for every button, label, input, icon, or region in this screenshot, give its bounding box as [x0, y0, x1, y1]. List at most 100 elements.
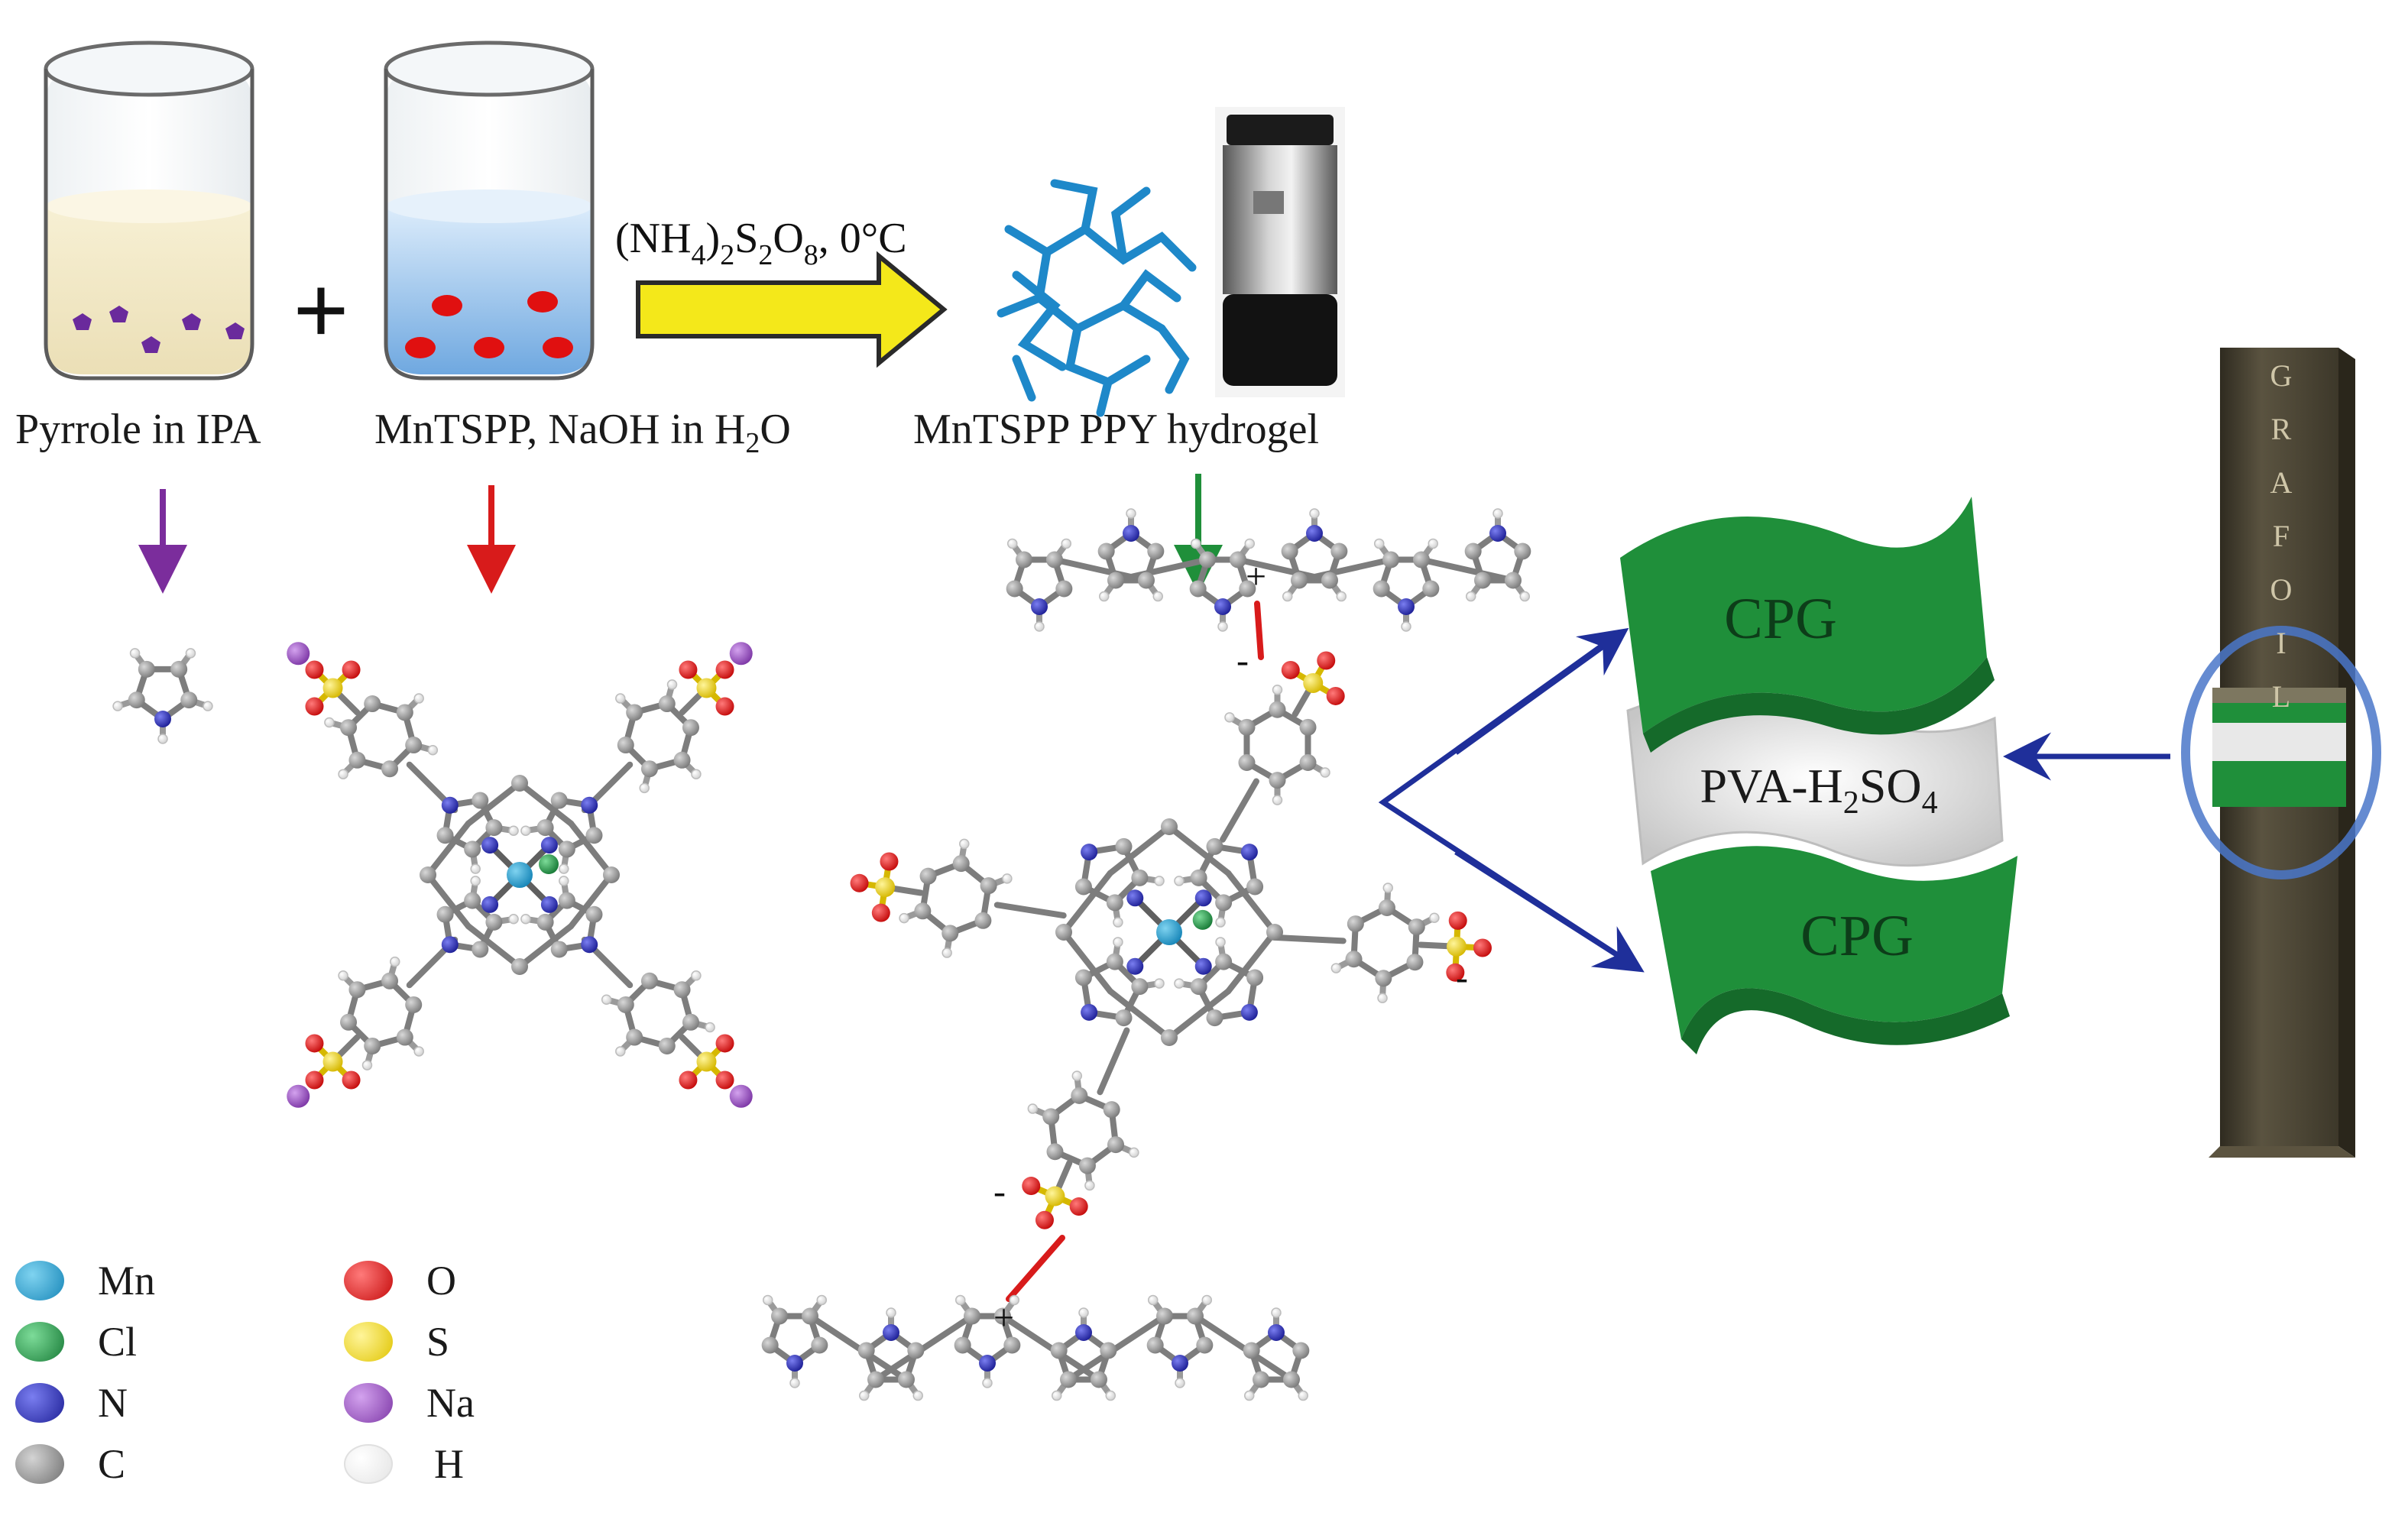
legend-item-cl: Cl	[15, 1318, 137, 1365]
c-atom	[897, 1371, 915, 1388]
h-atom	[1152, 591, 1164, 602]
c-atom	[1003, 1336, 1021, 1354]
bond	[1006, 1235, 1065, 1302]
bond	[568, 872, 614, 930]
legend-item-o: O	[344, 1257, 456, 1304]
c-atom	[1131, 978, 1149, 996]
c-atom	[857, 1342, 875, 1359]
n-atom	[540, 837, 558, 854]
bond	[1220, 778, 1259, 843]
n-atom	[1081, 844, 1098, 861]
o-atom	[342, 660, 361, 679]
charge-minus-top: -	[1236, 640, 1249, 681]
c-atom	[364, 695, 381, 713]
h-atom	[1401, 621, 1411, 632]
o-atom	[1035, 1210, 1054, 1229]
h-atom	[1429, 912, 1440, 923]
h-atom	[1113, 917, 1123, 928]
electrode-top	[1620, 497, 1987, 734]
o-atom	[850, 873, 869, 892]
h-atom	[1154, 876, 1165, 886]
c-atom	[1464, 543, 1482, 560]
c-atom	[420, 866, 436, 883]
na-atom	[287, 642, 310, 666]
c-atom	[1504, 572, 1522, 589]
h-atom	[361, 1060, 373, 1070]
h-atom	[691, 970, 702, 981]
cl-atom	[1192, 909, 1213, 930]
cl-atom	[539, 854, 559, 874]
h-atom	[1154, 978, 1165, 989]
legend-item-mn: Mn	[15, 1257, 155, 1304]
h-atom	[1006, 538, 1018, 549]
h-atom	[1002, 873, 1013, 884]
c-atom	[1131, 869, 1149, 886]
c-atom	[1378, 899, 1395, 917]
c-atom	[1281, 543, 1298, 560]
c-atom	[1050, 1342, 1068, 1359]
h-atom	[520, 825, 531, 836]
n-atom	[540, 896, 558, 913]
pyrrole-particles	[73, 306, 245, 353]
bond	[1254, 601, 1264, 660]
legend-label-mn: Mn	[98, 1258, 156, 1304]
c-atom	[1161, 1029, 1178, 1046]
c-atom	[867, 1371, 885, 1388]
mn-atom-swatch	[15, 1261, 64, 1300]
h-atom	[954, 1294, 966, 1306]
h-atom	[413, 1046, 424, 1057]
o-atom	[679, 660, 698, 679]
c-atom	[1375, 970, 1392, 987]
o-atom	[871, 903, 890, 922]
grafoil-strip	[2181, 348, 2381, 1158]
grafoil-letter: L	[2272, 679, 2290, 714]
c-atom	[1071, 1087, 1088, 1104]
electrolyte-label: PVA-H2SO4	[1700, 759, 1937, 821]
h-atom-swatch	[344, 1444, 393, 1484]
h-atom	[1298, 1390, 1309, 1401]
o-atom	[1326, 686, 1345, 705]
n-atom	[481, 896, 499, 913]
charge-plus-bottom: +	[993, 1297, 1014, 1338]
bond	[1166, 824, 1232, 876]
o-atom	[715, 697, 734, 716]
molecule-atoms	[112, 508, 1531, 1401]
bond	[1107, 824, 1172, 876]
pyrrole-label: Pyrrole in IPA	[15, 406, 261, 453]
n-atom	[883, 1324, 899, 1341]
c-atom	[1408, 918, 1425, 936]
c-atom	[682, 1013, 699, 1031]
c-atom	[170, 660, 188, 678]
c-atom	[1373, 580, 1390, 598]
o-atom	[1022, 1177, 1041, 1196]
o-atom	[305, 1070, 324, 1090]
c-atom	[1055, 580, 1073, 598]
n-atom	[1194, 889, 1212, 907]
c-atom	[658, 1037, 676, 1054]
c-atom	[1269, 772, 1286, 789]
c-atom	[617, 996, 634, 1013]
c-atom	[1291, 572, 1308, 589]
reaction-arrow	[636, 251, 948, 368]
c-atom	[472, 792, 489, 809]
c-atom	[811, 1336, 828, 1354]
grafoil-letter: F	[2273, 519, 2290, 553]
bond	[1061, 929, 1113, 995]
beaker-mntspp	[384, 40, 595, 381]
h-atom	[705, 1022, 715, 1033]
na-atom	[729, 1084, 753, 1108]
highlight-ring	[2181, 626, 2381, 879]
c-atom	[511, 775, 528, 792]
na-atom	[729, 642, 753, 666]
h-atom	[1217, 621, 1228, 632]
o-atom	[305, 660, 324, 679]
c-atom	[941, 925, 959, 942]
c-atom	[436, 905, 454, 923]
h-atom	[1244, 538, 1256, 549]
h-atom	[1034, 621, 1045, 632]
bond	[873, 1313, 976, 1383]
o-atom	[1317, 651, 1336, 670]
c-atom	[1006, 580, 1023, 598]
c-atom	[550, 941, 568, 958]
c-atom	[436, 827, 454, 844]
